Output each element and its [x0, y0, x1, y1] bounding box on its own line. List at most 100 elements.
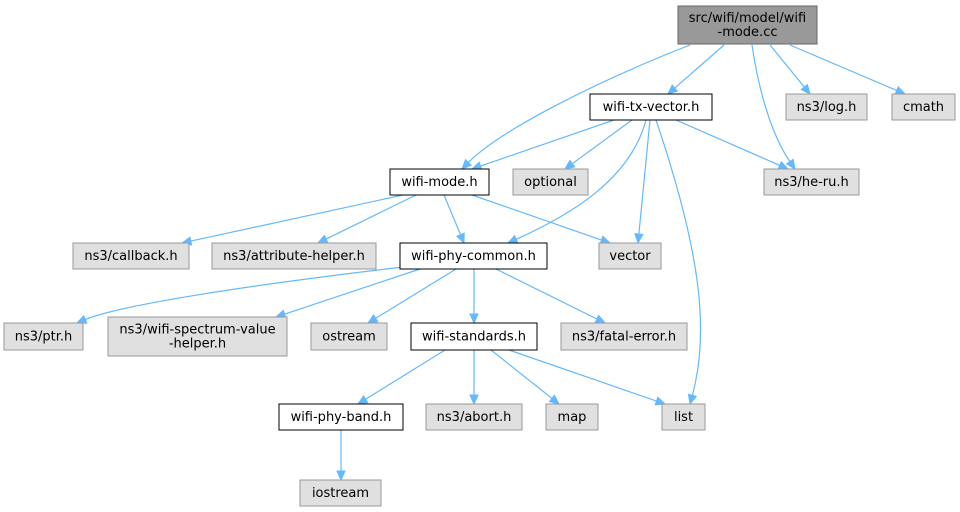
node-callback: ns3/callback.h	[72, 242, 190, 270]
node-label: ns3/wifi-spectrum-value	[119, 323, 275, 338]
node-log: ns3/log.h	[785, 93, 868, 121]
node-label: -mode.cc	[718, 25, 778, 40]
arrowhead-icon	[336, 470, 346, 482]
node-ptr: ns3/ptr.h	[3, 322, 84, 351]
node-box	[661, 403, 706, 431]
edge-wifi-tx-vector-to-optional	[564, 119, 633, 170]
node-label: ns3/he-ru.h	[774, 175, 849, 190]
node-box	[512, 168, 589, 196]
edge-root-to-wifi-mode	[461, 44, 691, 170]
node-box	[211, 242, 377, 270]
edge-line	[751, 44, 791, 162]
node-box	[107, 316, 288, 357]
edge-wifi-tx-vector-to-he-ru	[675, 119, 790, 170]
node-wifi-mode[interactable]: wifi-mode.h	[389, 168, 490, 196]
edge-root-to-cmath	[789, 44, 907, 95]
node-label: wifi-phy-band.h	[291, 410, 392, 425]
edge-line	[638, 119, 651, 235]
node-label: vector	[609, 249, 651, 264]
node-label: src/wifi/model/wifi	[689, 11, 806, 26]
node-map: map	[545, 403, 599, 431]
node-box	[545, 403, 599, 431]
node-wifi-phy-common[interactable]: wifi-phy-common.h	[399, 242, 548, 270]
node-wifi-phy-band[interactable]: wifi-phy-band.h	[278, 403, 404, 431]
node-box	[560, 322, 688, 351]
node-label: -helper.h	[169, 337, 226, 352]
arrowhead-icon	[777, 160, 790, 170]
arrowhead-icon	[654, 396, 667, 406]
edge-wifi-phy-common-to-wifi-standards	[469, 269, 479, 325]
edge-root-to-he-ru	[751, 44, 796, 171]
node-label: list	[674, 410, 693, 425]
arrowhead-icon	[469, 394, 479, 406]
edge-line	[471, 194, 602, 241]
node-label: wifi-standards.h	[422, 330, 526, 345]
node-cmath: cmath	[891, 93, 956, 121]
edge-wifi-mode-to-vector	[471, 194, 612, 245]
edge-line	[675, 119, 780, 166]
node-label: ns3/fatal-error.h	[572, 330, 676, 345]
edge-wifi-phy-common-to-fatal-error	[495, 268, 607, 324]
arrowhead-icon	[366, 313, 379, 324]
node-label: cmath	[903, 100, 944, 115]
arrowhead-icon	[800, 83, 811, 95]
edge-line	[375, 268, 457, 319]
edge-line	[495, 268, 598, 320]
node-label: ns3/attribute-helper.h	[223, 249, 365, 264]
node-box	[299, 479, 382, 507]
node-label: iostream	[312, 486, 369, 501]
edge-line	[571, 119, 633, 165]
edge-wifi-phy-band-to-iostream	[336, 430, 346, 482]
arrowhead-icon	[564, 159, 576, 170]
node-label: optional	[524, 175, 577, 190]
node-box	[589, 93, 713, 121]
edge-wifi-phy-common-to-ptr	[75, 266, 404, 324]
arrowhead-icon	[356, 394, 369, 405]
node-box	[72, 242, 190, 270]
edge-line	[190, 194, 404, 242]
arrowhead-icon	[316, 234, 329, 244]
node-box	[677, 5, 818, 45]
node-label: ns3/abort.h	[437, 410, 512, 425]
node-list: list	[661, 403, 706, 431]
arrowhead-icon	[687, 393, 698, 406]
node-box	[598, 242, 662, 270]
node-root[interactable]: src/wifi/model/wifi-mode.cc	[677, 5, 818, 45]
edge-line	[674, 44, 725, 89]
node-wifi-tx-vector[interactable]: wifi-tx-vector.h	[589, 93, 713, 121]
edge-wifi-standards-to-list	[508, 349, 667, 406]
node-abort: ns3/abort.h	[425, 403, 523, 431]
node-fatal-error: ns3/fatal-error.h	[560, 322, 688, 351]
edge-line	[655, 119, 702, 396]
edge-line	[443, 194, 462, 235]
node-box	[389, 168, 490, 196]
edge-line	[284, 268, 421, 315]
node-wifi-standards[interactable]: wifi-standards.h	[410, 322, 538, 351]
node-label: ns3/ptr.h	[15, 330, 73, 345]
nodes-layer: src/wifi/model/wifi-mode.cc wifi-tx-vecto…	[3, 5, 956, 507]
node-label: ostream	[322, 330, 376, 345]
arrowhead-icon	[894, 85, 907, 95]
edge-line	[85, 266, 404, 321]
edge-wifi-phy-common-to-wifi-spectrum-value-helper	[274, 268, 421, 319]
node-box	[399, 242, 548, 270]
edge-line	[789, 44, 897, 92]
node-box	[3, 322, 84, 351]
node-box	[425, 403, 523, 431]
edges-layer	[75, 44, 907, 482]
node-label: wifi-mode.h	[401, 175, 477, 190]
arrowhead-icon	[594, 314, 607, 324]
node-box	[891, 93, 956, 121]
edge-wifi-mode-to-callback	[180, 194, 404, 246]
node-box	[763, 168, 860, 196]
arrowhead-icon	[469, 313, 479, 325]
node-attribute-helper: ns3/attribute-helper.h	[211, 242, 377, 270]
edge-line	[480, 119, 615, 167]
node-label: ns3/callback.h	[84, 249, 177, 264]
edge-wifi-mode-to-attribute-helper	[316, 194, 417, 244]
edge-wifi-standards-to-map	[490, 349, 560, 405]
edge-wifi-mode-to-wifi-phy-common	[443, 194, 465, 245]
arrowhead-icon	[75, 314, 88, 324]
arrowhead-icon	[634, 233, 644, 245]
